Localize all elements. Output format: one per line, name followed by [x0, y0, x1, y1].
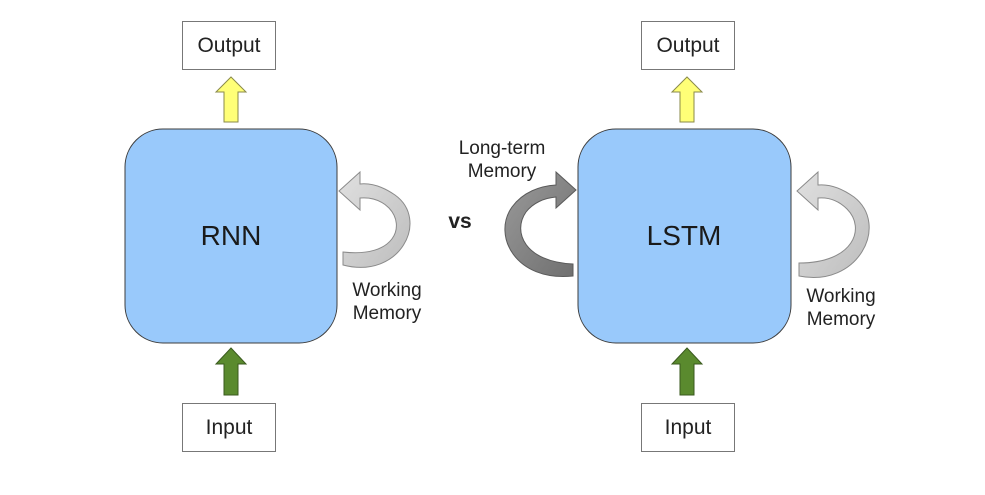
- rnn-output-label: Output: [197, 33, 261, 57]
- lstm-long-term-memory-label: Long-term Memory: [446, 137, 558, 183]
- rnn-input-label: Input: [205, 415, 253, 439]
- lstm-working-memory-arrow-icon: [796, 170, 870, 278]
- rnn-working-memory-line1: Working: [352, 280, 422, 301]
- lstm-input-box: Input: [641, 403, 735, 452]
- lstm-working-memory-line1: Working: [806, 286, 876, 307]
- lstm-core-label: LSTM: [646, 220, 722, 251]
- lstm-input-label: Input: [664, 415, 712, 439]
- rnn-output-box: Output: [182, 21, 276, 70]
- vs-label: vs: [448, 210, 472, 233]
- rnn-input-arrow-icon: [214, 347, 248, 396]
- lstm-output-arrow-icon: [670, 76, 704, 123]
- lstm-core-block: [577, 128, 792, 344]
- lstm-long-term-memory-arrow-icon: [504, 170, 577, 277]
- lstm-long-term-memory-line2: Memory: [467, 161, 537, 182]
- lstm-long-term-memory-line1: Long-term: [458, 138, 546, 159]
- lstm-input-arrow-icon: [670, 347, 704, 396]
- lstm-output-label: Output: [656, 33, 720, 57]
- rnn-output-arrow-icon: [214, 76, 248, 123]
- rnn-core-block: [124, 128, 338, 344]
- rnn-core-label: RNN: [200, 220, 262, 251]
- lstm-working-memory-label: Working Memory: [795, 285, 887, 331]
- rnn-working-memory-line2: Memory: [352, 303, 422, 324]
- rnn-working-memory-label: Working Memory: [341, 279, 433, 325]
- rnn-input-box: Input: [182, 403, 276, 452]
- rnn-working-memory-arrow-icon: [338, 170, 411, 268]
- lstm-output-box: Output: [641, 21, 735, 70]
- lstm-working-memory-line2: Memory: [806, 309, 876, 330]
